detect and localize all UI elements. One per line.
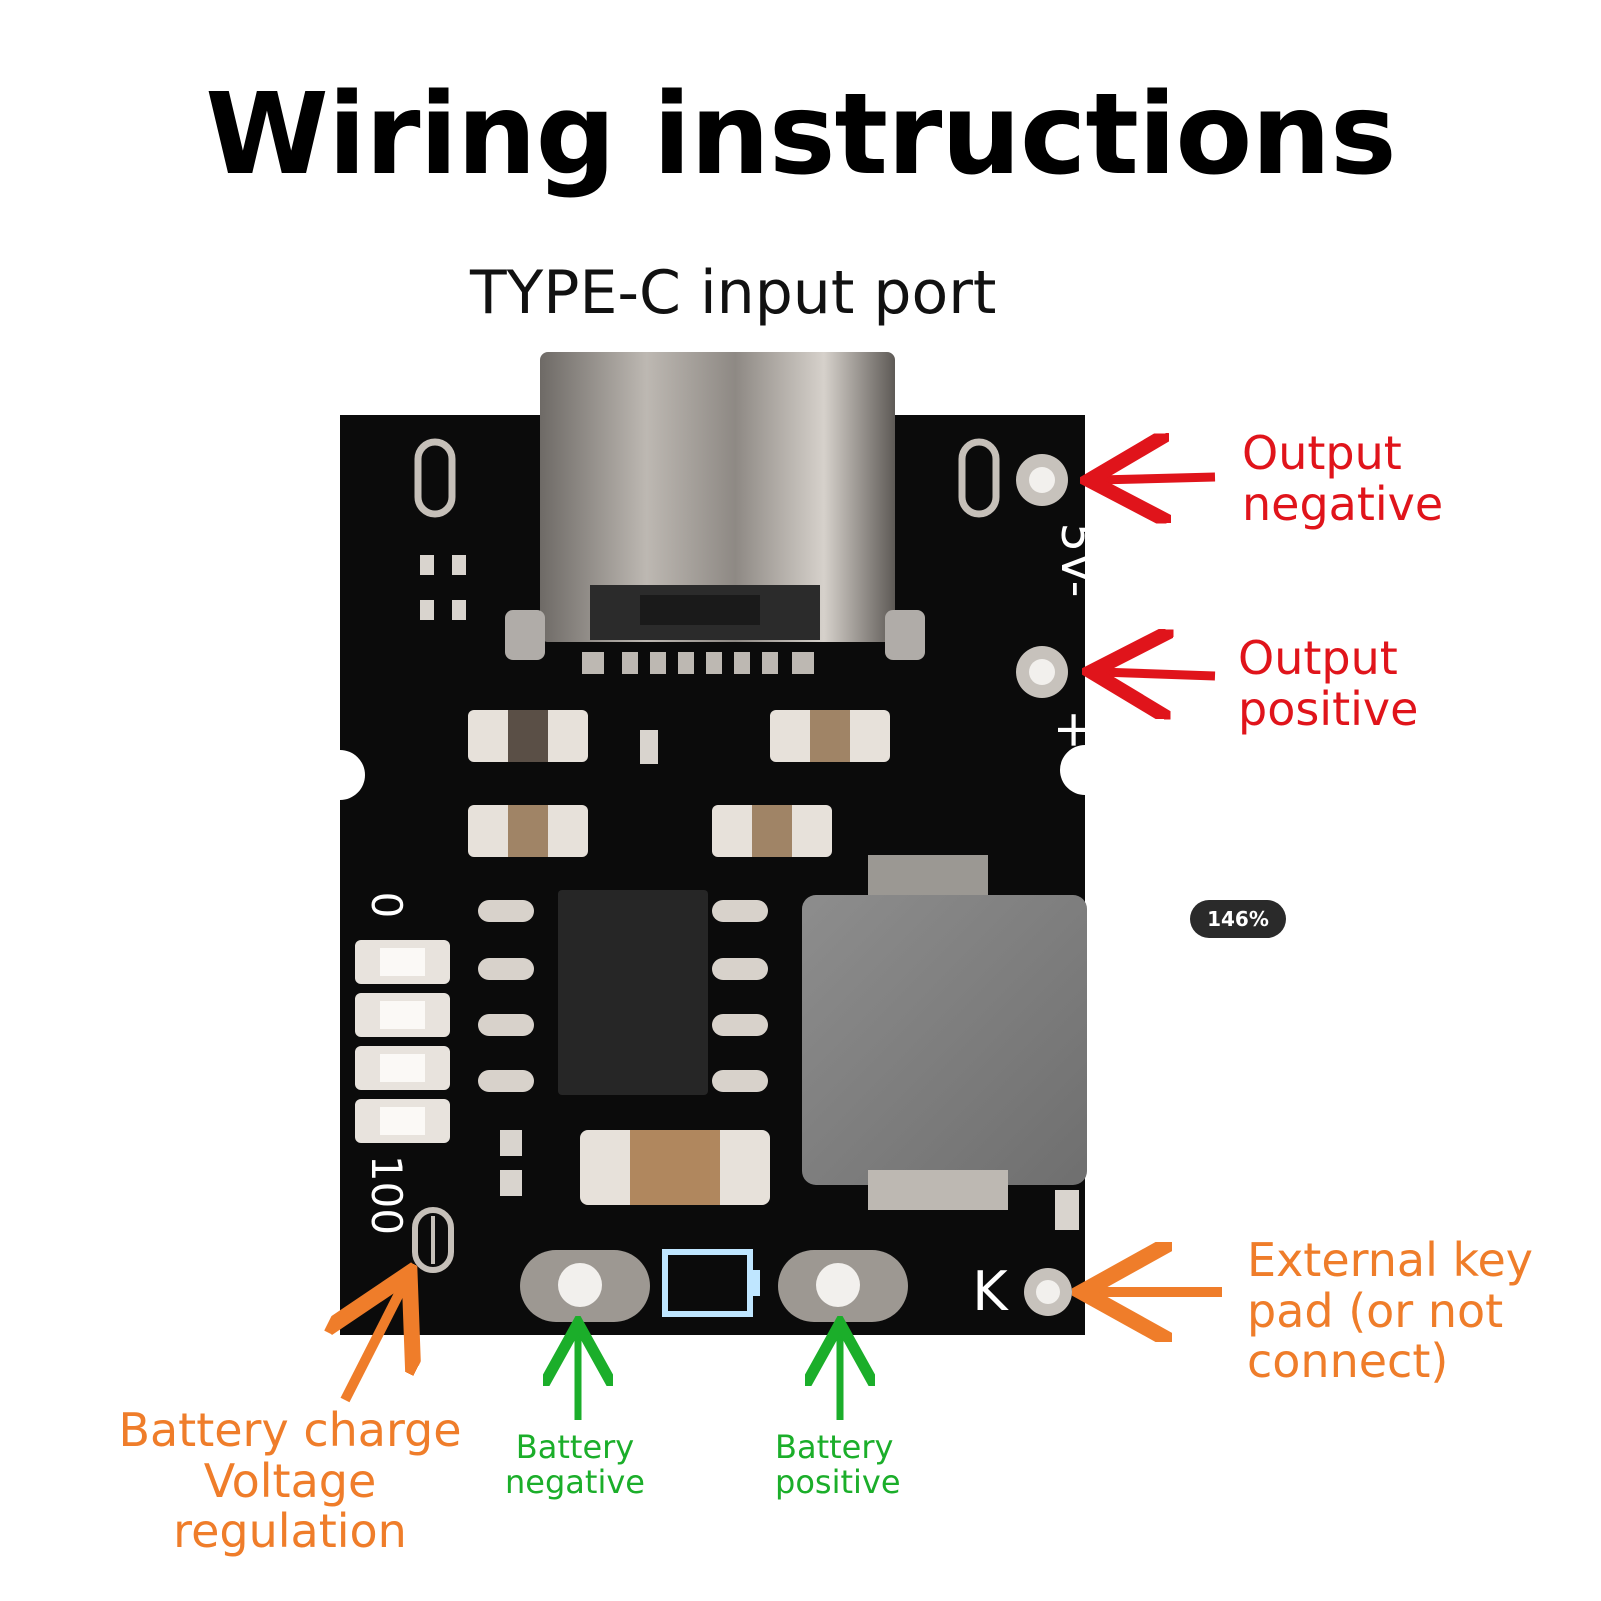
silkscreen-plus: + bbox=[1046, 709, 1104, 751]
battery-charge-label: Battery charge Voltage regulation bbox=[118, 1403, 462, 1559]
external-key-pad bbox=[1024, 1268, 1072, 1316]
voltage-regulation-arrow bbox=[345, 1282, 405, 1403]
usb-c-connector bbox=[505, 352, 925, 674]
output-positive-label: Output positive bbox=[1238, 631, 1419, 736]
led-indicators bbox=[355, 940, 450, 1143]
capacitors bbox=[468, 710, 890, 1205]
ic-chip bbox=[478, 890, 768, 1095]
page-title: Wiring instructions bbox=[205, 70, 1396, 200]
battery-negative-pad bbox=[520, 1250, 650, 1322]
voltage-regulation-pad bbox=[412, 1207, 454, 1273]
zoom-badge[interactable]: 146% bbox=[1190, 900, 1286, 938]
battery-positive-pad bbox=[778, 1250, 908, 1322]
battery-negative-label: Battery negative bbox=[505, 1428, 645, 1502]
type-c-port-label: TYPE-C input port bbox=[470, 258, 997, 328]
inductor bbox=[802, 855, 1087, 1210]
battery-symbol bbox=[662, 1249, 760, 1317]
output-negative-label: Output negative bbox=[1242, 426, 1444, 531]
silkscreen-5v: 5V- bbox=[1051, 523, 1105, 598]
silkscreen-level-100: 100 bbox=[362, 1155, 411, 1235]
silkscreen-level-0: 0 bbox=[362, 892, 411, 919]
battery-positive-label: Battery positive bbox=[775, 1428, 901, 1502]
silkscreen-key: K bbox=[972, 1260, 1009, 1323]
output-positive-pad bbox=[1016, 646, 1068, 698]
output-positive-arrow bbox=[1100, 672, 1216, 676]
output-negative-pad bbox=[1016, 454, 1068, 506]
external-key-label: External key pad (or not connect) bbox=[1247, 1233, 1533, 1389]
output-negative-arrow bbox=[1098, 477, 1216, 480]
